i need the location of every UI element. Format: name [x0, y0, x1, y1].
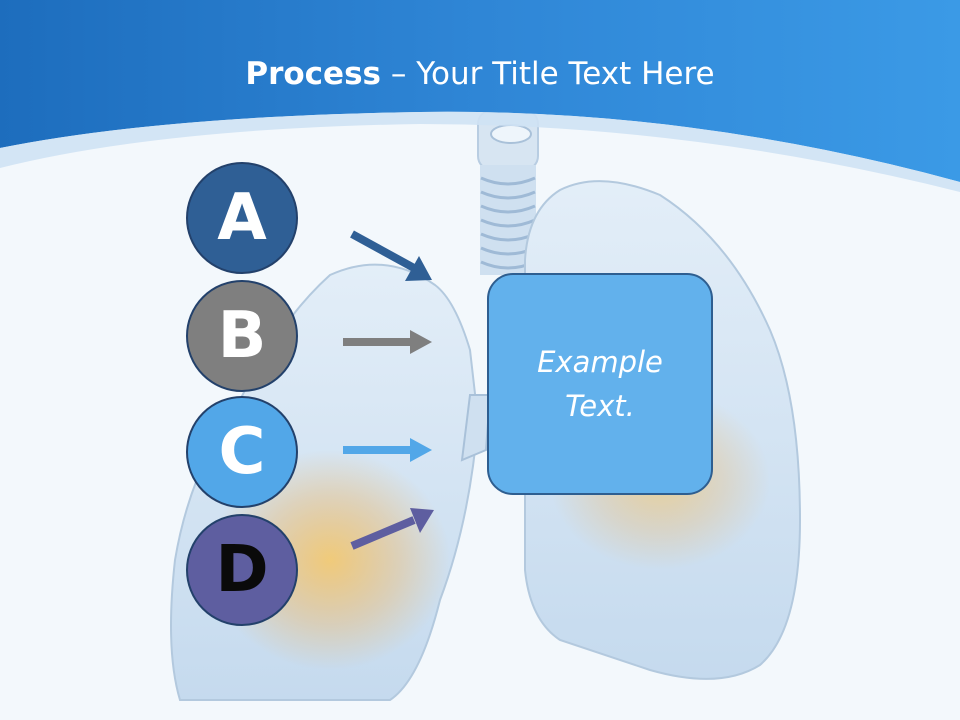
step-circle-a: A [186, 162, 298, 274]
example-text-box: Example Text. [487, 273, 713, 495]
header-wave [0, 111, 960, 192]
arrow-right-icon [343, 438, 432, 462]
step-circle-d: D [186, 514, 298, 626]
example-text: Example Text. [537, 345, 663, 423]
arrow-right-icon [350, 230, 432, 281]
title-emphasis: Process [245, 56, 381, 92]
slide-title: Process – Your Title Text Here [0, 52, 960, 96]
step-circle-c: C [186, 396, 298, 508]
step-circle-b: B [186, 280, 298, 392]
header-band [0, 0, 960, 182]
arrow-right-icon [350, 508, 434, 550]
arrow-right-icon [343, 330, 432, 354]
title-text: – Your Title Text Here [381, 56, 715, 92]
